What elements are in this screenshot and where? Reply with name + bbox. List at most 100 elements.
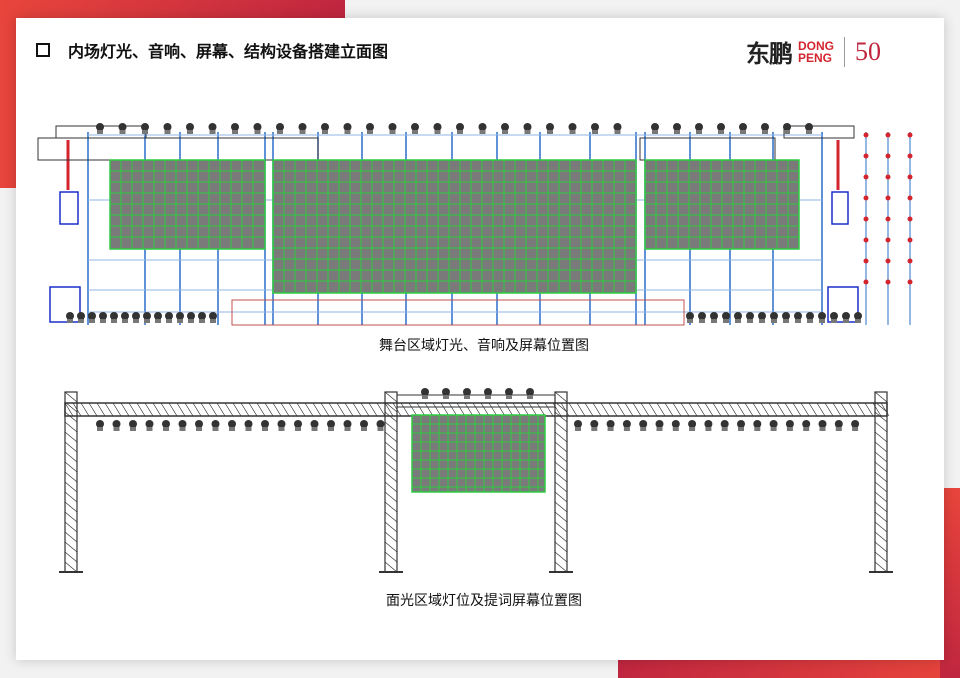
truss-lattice (216, 402, 226, 417)
truss-lattice (416, 402, 426, 417)
light-base (146, 427, 153, 431)
truss-lattice (768, 402, 778, 417)
moving-head-light-icon (343, 123, 352, 131)
truss-lattice (808, 402, 818, 417)
truss-lattice (872, 402, 882, 417)
moving-head-light-icon (782, 312, 790, 320)
light-base (795, 319, 801, 323)
moving-head-light-icon (154, 312, 162, 320)
light-base (485, 395, 491, 399)
truss-lattice (554, 531, 568, 543)
light-base (806, 130, 812, 134)
light-base (122, 319, 128, 323)
truss-lattice (776, 402, 786, 417)
logo-divider (844, 36, 845, 67)
truss-lattice (384, 541, 398, 553)
light-base (97, 427, 103, 431)
light-base (754, 427, 761, 431)
light-base (786, 427, 793, 431)
truss-lattice (874, 461, 888, 473)
par-light-red (863, 279, 869, 285)
moving-head-light-icon (253, 123, 262, 131)
truss-lattice (384, 451, 398, 463)
truss-lattice (408, 402, 418, 417)
truss-lattice (424, 402, 434, 417)
truss-lattice (64, 531, 78, 543)
light-base (819, 319, 825, 323)
light-base (262, 427, 268, 431)
moving-head-light-icon (118, 123, 127, 131)
moving-head-light-icon (433, 123, 442, 131)
par-light-red (863, 195, 869, 201)
truss-lattice (64, 561, 78, 573)
light-base (524, 130, 531, 134)
truss-lattice (552, 402, 562, 417)
light-base (367, 130, 373, 134)
truss-lattice (874, 421, 888, 433)
par-light-red (885, 279, 891, 285)
truss-lattice (840, 402, 850, 417)
truss-lattice (874, 521, 888, 533)
truss-lattice (64, 431, 78, 443)
truss-lattice (448, 402, 458, 417)
truss-lattice (456, 402, 466, 417)
truss-lattice (874, 411, 888, 423)
face-light-truss (64, 402, 888, 417)
par-light-red (885, 216, 891, 222)
moving-head-light-icon (639, 420, 648, 428)
truss-lattice (96, 402, 106, 417)
light-base (771, 319, 777, 323)
truss-lattice (440, 402, 450, 417)
moving-head-light-icon (606, 420, 615, 428)
truss-lattice (554, 491, 568, 503)
truss-lattice (648, 402, 658, 417)
truss-lattice (874, 561, 888, 573)
moving-head-light-icon (143, 312, 151, 320)
truss-lattice (480, 402, 490, 417)
truss-lattice (152, 402, 162, 417)
truss-lattice (384, 511, 398, 523)
truss-lattice (64, 541, 78, 553)
sub-speaker (49, 286, 81, 323)
truss-lattice (184, 402, 194, 417)
truss-lattice (554, 451, 568, 463)
moving-head-light-icon (129, 420, 137, 428)
truss-lattice (512, 402, 522, 417)
moving-head-light-icon (501, 123, 509, 131)
truss-column (874, 391, 888, 573)
moving-head-light-icon (546, 123, 554, 131)
light-base (696, 130, 702, 134)
slide-title: 内场灯光、音响、屏幕、结构设备搭建立面图 (36, 38, 388, 62)
moving-head-light-icon (388, 123, 397, 131)
moving-head-light-icon (761, 123, 769, 131)
truss-lattice (272, 402, 282, 417)
teleprompter-screen (411, 414, 546, 493)
truss-lattice (88, 402, 98, 417)
truss-lattice (736, 402, 746, 417)
light-base (130, 427, 136, 431)
truss-lattice (568, 402, 578, 417)
truss-lattice (280, 402, 290, 417)
light-base (687, 319, 693, 323)
light-base (177, 319, 183, 323)
moving-head-light-icon (310, 420, 319, 428)
par-light-red (907, 132, 913, 138)
truss-lattice (80, 402, 90, 417)
truss-lattice (792, 402, 802, 417)
light-base (640, 427, 647, 431)
light-base (783, 319, 789, 323)
moving-head-light-icon (770, 312, 778, 320)
light-base (759, 319, 765, 323)
moving-head-light-icon (96, 420, 104, 428)
moving-head-light-icon (655, 420, 664, 428)
truss-lattice (760, 402, 770, 417)
par-light-red (885, 132, 891, 138)
moving-head-light-icon (66, 312, 74, 320)
truss-column (64, 391, 78, 573)
truss-lattice (344, 402, 354, 417)
moving-head-light-icon (456, 123, 464, 131)
moving-head-light-icon (737, 420, 745, 428)
par-light-red (907, 237, 913, 243)
light-base (212, 427, 219, 431)
stage-riser (231, 299, 685, 326)
